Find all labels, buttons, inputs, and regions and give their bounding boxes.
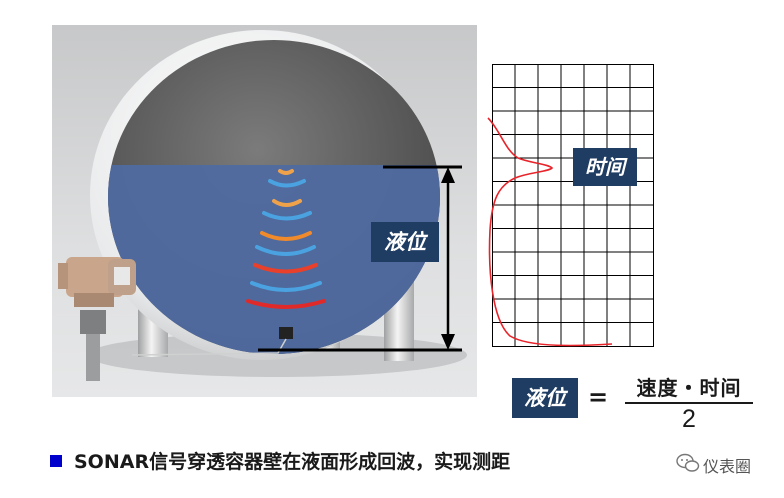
formula-numerator: 速度・时间 bbox=[636, 376, 742, 400]
formula-level-tag: 液位 bbox=[512, 378, 578, 418]
wechat-icon bbox=[676, 453, 700, 472]
bottom-sensor bbox=[279, 327, 293, 339]
formula-denominator: 2 bbox=[682, 405, 696, 433]
tank-illustration bbox=[52, 25, 477, 397]
level-tag: 液位 bbox=[371, 222, 439, 262]
time-tag: 时间 bbox=[573, 148, 637, 186]
formula-equals: = bbox=[588, 383, 609, 411]
transmitter-device bbox=[58, 257, 136, 381]
bullet-square-icon bbox=[50, 455, 62, 467]
watermark-text: 仪表圈 bbox=[703, 457, 752, 476]
sonar-waves bbox=[246, 169, 326, 309]
caption-text: SONAR信号穿透容器壁在液面形成回波，实现测距 bbox=[74, 451, 511, 473]
formula-fraction-bar bbox=[625, 402, 753, 404]
